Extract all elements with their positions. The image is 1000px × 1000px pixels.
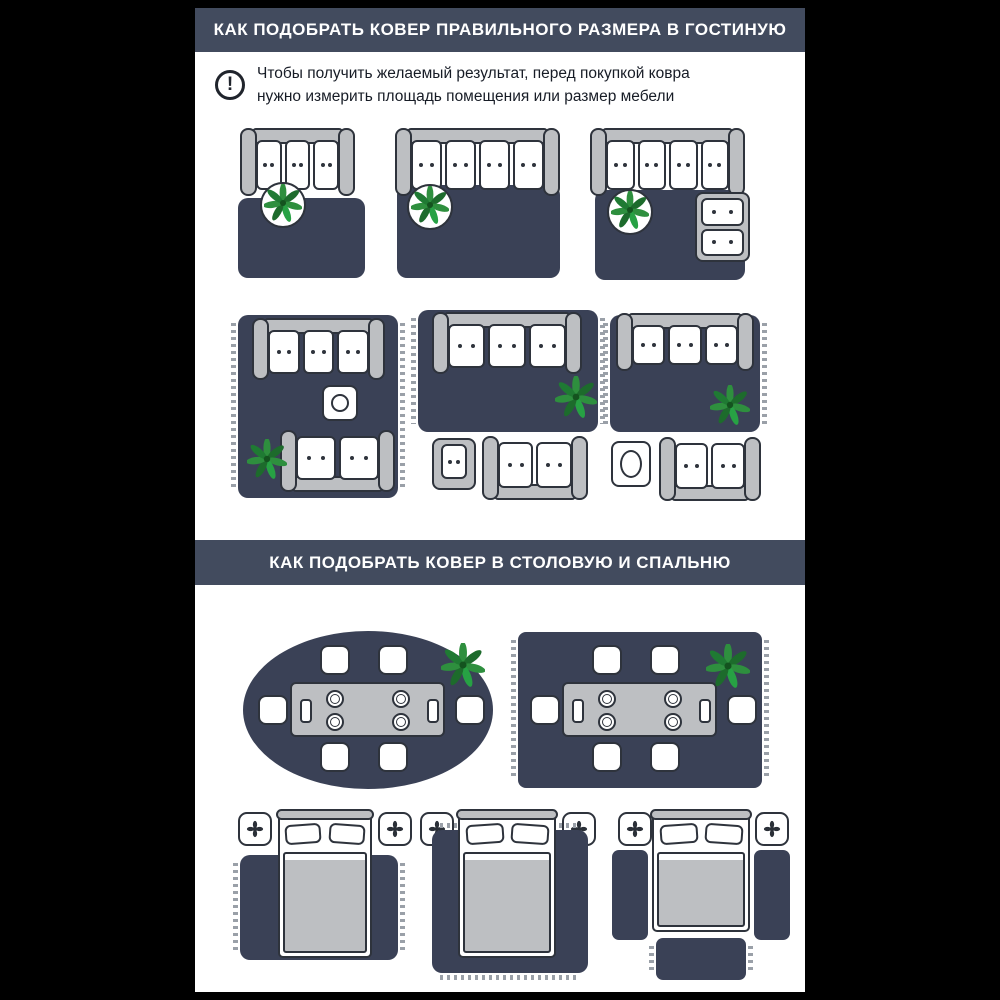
tray [699, 699, 711, 723]
dining-layout-rect [511, 632, 769, 788]
dining-table [562, 682, 717, 737]
lamp-icon [246, 820, 264, 838]
foot-rug [649, 938, 753, 980]
chair [455, 695, 485, 725]
pillow [464, 822, 504, 846]
nightstand [378, 812, 412, 846]
sofa [252, 318, 385, 380]
sofa [616, 313, 754, 371]
tray [300, 699, 312, 723]
section-header-living: КАК ПОДОБРАТЬ КОВЕР ПРАВИЛЬНОГО РАЗМЕРА … [195, 8, 805, 52]
chair [378, 742, 408, 772]
corner-sofa-chaise [695, 192, 750, 262]
lamp-icon [763, 820, 781, 838]
chair [650, 742, 680, 772]
section-title-living: КАК ПОДОБРАТЬ КОВЕР ПРАВИЛЬНОГО РАЗМЕРА … [213, 20, 787, 39]
living-layout-2 [390, 126, 565, 286]
armchair [432, 438, 476, 490]
tray [572, 699, 584, 723]
plant-icon [264, 184, 302, 222]
blanket [283, 852, 367, 953]
pillow [327, 822, 366, 846]
plant-icon [247, 439, 287, 479]
chair [592, 645, 622, 675]
plant-icon [710, 385, 750, 425]
bed [456, 809, 558, 958]
plate [598, 713, 616, 731]
runner-rug [754, 850, 790, 940]
bed [650, 809, 752, 932]
plate [392, 690, 410, 708]
chair [650, 645, 680, 675]
sofa [280, 430, 395, 492]
bedroom-layout-3 [610, 808, 795, 992]
plate [664, 690, 682, 708]
nightstand [755, 812, 789, 846]
sofa [240, 128, 355, 196]
section-header-dining-bedroom: КАК ПОДОБРАТЬ КОВЕР В СТОЛОВУЮ И СПАЛЬНЮ [195, 540, 805, 585]
plate [664, 713, 682, 731]
chair [378, 645, 408, 675]
corner-sofa [590, 128, 745, 196]
plate [598, 690, 616, 708]
pillow [704, 822, 744, 846]
section-title-dining-bedroom: КАК ПОДОБРАТЬ КОВЕР В СТОЛОВУЮ И СПАЛЬНЮ [269, 552, 731, 572]
chair [727, 695, 757, 725]
plate [326, 713, 344, 731]
sofa [659, 437, 761, 501]
note-line-1: Чтобы получить желаемый результат, перед… [257, 65, 690, 82]
lamp-icon [386, 820, 404, 838]
living-layout-6 [603, 313, 767, 513]
living-layout-3 [585, 126, 770, 286]
chair [258, 695, 288, 725]
sofa [432, 312, 582, 374]
runner-rug [612, 850, 648, 940]
sofa [482, 436, 588, 500]
blanket [463, 852, 551, 953]
sofa [395, 128, 560, 196]
living-layout-1 [235, 126, 370, 286]
nightstand [618, 812, 652, 846]
side-table [611, 441, 651, 487]
nightstand [238, 812, 272, 846]
coffee-table [322, 385, 358, 421]
bed [276, 809, 374, 958]
tray [427, 699, 439, 723]
plant-icon [411, 186, 449, 224]
note-text: Чтобы получить желаемый результат, перед… [257, 62, 690, 108]
living-layout-5 [411, 308, 605, 513]
bedroom-layout-2 [417, 808, 596, 992]
dining-table [290, 682, 445, 737]
note-line-2: нужно измерить площадь помещения или раз… [257, 88, 675, 105]
dining-layout-oval [243, 631, 493, 789]
plate [326, 690, 344, 708]
measurement-note: ! Чтобы получить желаемый результат, пер… [195, 58, 805, 118]
pillow [510, 822, 550, 846]
warning-glyph: ! [226, 74, 234, 95]
plant-icon [611, 191, 649, 229]
chair [592, 742, 622, 772]
chair [320, 645, 350, 675]
bedroom-layout-1 [233, 808, 412, 992]
plant-icon [555, 376, 597, 418]
pillow [284, 822, 323, 846]
infographic-panel: КАК ПОДОБРАТЬ КОВЕР ПРАВИЛЬНОГО РАЗМЕРА … [195, 8, 805, 992]
living-layout-4 [231, 313, 405, 513]
plate [392, 713, 410, 731]
plant-icon [706, 644, 750, 688]
blanket [657, 852, 745, 927]
chair [320, 742, 350, 772]
warning-icon: ! [215, 70, 245, 100]
lamp-icon [626, 820, 644, 838]
plant-icon [441, 643, 485, 687]
pillow [658, 822, 698, 846]
chair [530, 695, 560, 725]
